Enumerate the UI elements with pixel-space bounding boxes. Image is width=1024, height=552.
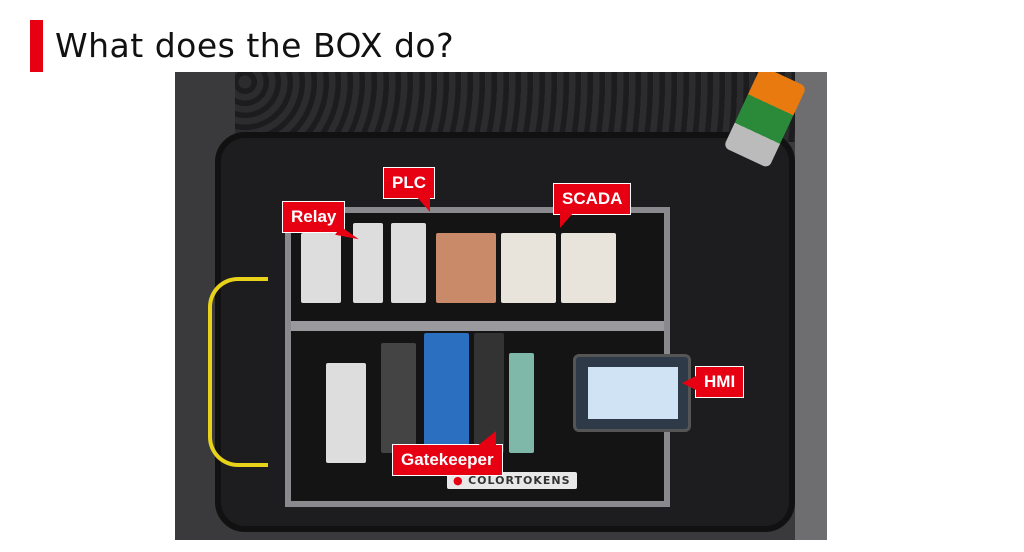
scada-unit <box>561 233 616 303</box>
floor <box>795 72 827 540</box>
callout-hmi: HMI <box>681 366 745 398</box>
callout-plc: PLC <box>383 167 435 212</box>
slide-title: What does the BOX do? <box>55 26 455 65</box>
callout-gatekeeper: Gatekeeper <box>392 431 503 476</box>
din-power-supply <box>424 333 469 453</box>
hmi-screen <box>573 354 691 432</box>
network-module <box>509 353 534 453</box>
power-supply <box>326 363 366 463</box>
plc-module <box>353 223 383 303</box>
callout-scada: SCADA <box>553 183 632 228</box>
scada-unit <box>501 233 556 303</box>
terminal-blocks <box>436 233 496 303</box>
case-lid-foam <box>235 72 795 142</box>
ethernet-cable <box>208 277 268 467</box>
box-photo: ● COLORTOKENS <box>175 72 827 540</box>
din-rail-divider <box>291 321 664 331</box>
callout-relay: Relay <box>282 201 346 233</box>
colortokens-logo: ● COLORTOKENS <box>447 472 577 489</box>
network-switch <box>381 343 416 453</box>
title-accent-bar <box>30 20 43 72</box>
hmi-display <box>588 367 678 419</box>
relay-device <box>301 233 341 303</box>
plc-module <box>391 223 426 303</box>
